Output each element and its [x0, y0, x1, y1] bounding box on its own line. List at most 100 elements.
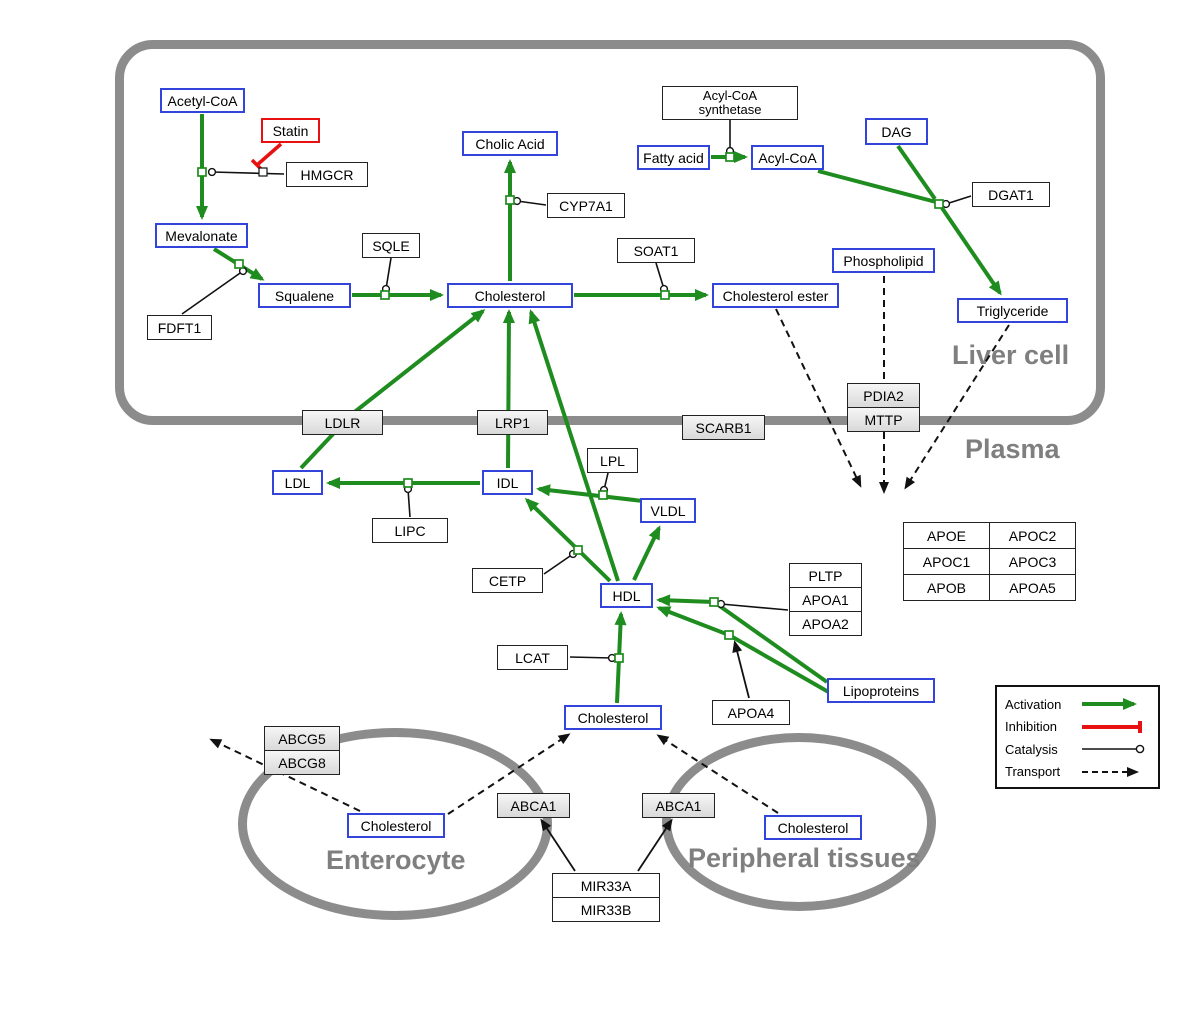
node-mttp[interactable]: MTTP [847, 407, 920, 432]
node-phospholipid[interactable]: Phospholipid [832, 248, 935, 273]
node-scarb1[interactable]: SCARB1 [682, 415, 765, 440]
node-pltp[interactable]: PLTP [789, 563, 862, 588]
node-fdft1[interactable]: FDFT1 [147, 315, 212, 340]
legend-row-catalysis: Catalysis [1005, 738, 1150, 760]
node-apoa4[interactable]: APOA4 [712, 700, 790, 725]
node-abca1-left-label: ABCA1 [510, 797, 557, 814]
regulation-edges [540, 640, 750, 872]
activation-arrow-icon [1082, 698, 1137, 710]
node-triglyceride[interactable]: Triglyceride [957, 298, 1068, 323]
node-acyl-coa-synthetase-line2: synthetase [698, 102, 762, 117]
plasma-label: Plasma [965, 434, 1060, 464]
reaction-node [380, 290, 390, 300]
node-statin[interactable]: Statin [261, 118, 320, 143]
node-lpl-label: LPL [600, 452, 625, 469]
node-cholesterol-liver-label: Cholesterol [474, 287, 546, 304]
node-mevalonate[interactable]: Mevalonate [155, 223, 248, 248]
node-scarb1-label: SCARB1 [695, 419, 752, 436]
node-cholesterol-peripheral[interactable]: Cholesterol [764, 815, 862, 840]
node-squalene[interactable]: Squalene [258, 283, 351, 308]
node-lcat-label: LCAT [515, 649, 550, 666]
inhibition-edges [250, 142, 283, 172]
node-mir33b[interactable]: MIR33B [552, 897, 660, 922]
node-lipc[interactable]: LIPC [372, 518, 448, 543]
node-pltp-label: PLTP [808, 567, 843, 584]
node-soat1[interactable]: SOAT1 [617, 238, 695, 263]
reaction-node [197, 167, 207, 177]
reaction-node [573, 545, 583, 555]
apolipoprotein-table: APOE APOC2 APOC1 APOC3 APOB APOA5 [903, 522, 1076, 601]
node-mir33a[interactable]: MIR33A [552, 873, 660, 898]
node-acyl-coa-label: Acyl-CoA [758, 149, 817, 166]
node-cholesterol-ester-label: Cholesterol ester [722, 287, 829, 304]
node-apoa2[interactable]: APOA2 [789, 611, 862, 636]
node-cholesterol-enterocyte[interactable]: Cholesterol [347, 813, 445, 838]
node-cholesterol-ester[interactable]: Cholesterol ester [712, 283, 839, 308]
node-lrp1-label: LRP1 [494, 414, 531, 431]
node-ldl[interactable]: LDL [272, 470, 323, 495]
edge-dag-dgat-node [896, 144, 937, 201]
node-sqle[interactable]: SQLE [362, 233, 420, 258]
reaction-node [614, 653, 624, 663]
edge-vldl-idl [536, 484, 644, 503]
node-idl[interactable]: IDL [482, 470, 533, 495]
node-abcg5-label: ABCG5 [278, 730, 326, 747]
node-dag-label: DAG [881, 123, 912, 140]
node-cetp-label: CETP [488, 572, 527, 589]
node-pdia2[interactable]: PDIA2 [847, 383, 920, 408]
node-acyl-coa[interactable]: Acyl-CoA [751, 145, 824, 170]
node-acetyl-coa[interactable]: Acetyl-CoA [160, 88, 245, 113]
node-abcg8[interactable]: ABCG8 [264, 750, 340, 775]
catalysis-lcat [569, 653, 617, 663]
edge-dgat-node-triglyceride [940, 206, 1002, 296]
apo-cell: APOC3 [990, 549, 1076, 575]
node-abca1-right-label: ABCA1 [655, 797, 702, 814]
node-dgat1[interactable]: DGAT1 [972, 182, 1050, 207]
node-cholesterol-liver[interactable]: Cholesterol [447, 283, 573, 308]
node-phospholipid-label: Phospholipid [843, 252, 924, 269]
edge-cholesterolester-to-plasma [775, 308, 862, 488]
node-abca1-right[interactable]: ABCA1 [642, 793, 715, 818]
node-cetp[interactable]: CETP [472, 568, 543, 593]
node-abcg5[interactable]: ABCG5 [264, 726, 340, 751]
edge-acylcoa-dgat-node [817, 169, 937, 204]
catalysis-lipc [403, 484, 413, 518]
node-acyl-coa-synthetase[interactable]: Acyl-CoA synthetase [662, 86, 798, 120]
node-cyp7a1[interactable]: CYP7A1 [547, 193, 625, 218]
node-squalene-label: Squalene [274, 287, 335, 304]
node-lipoproteins[interactable]: Lipoproteins [827, 678, 935, 703]
node-hmgcr[interactable]: HMGCR [286, 162, 368, 187]
node-lpl[interactable]: LPL [587, 448, 638, 473]
catalysis-cetp [543, 549, 578, 575]
node-triglyceride-label: Triglyceride [976, 302, 1049, 319]
edge-hdl-cholesterol [528, 309, 620, 582]
node-cholic-acid[interactable]: Cholic Acid [462, 131, 558, 156]
apo-cell: APOE [904, 523, 990, 549]
node-ldlr[interactable]: LDLR [302, 410, 383, 435]
reaction-nodes [197, 152, 944, 663]
catalysis-hmgcr [207, 167, 285, 177]
reaction-node [725, 152, 735, 162]
reaction-node [598, 490, 608, 500]
node-lipoproteins-label: Lipoproteins [842, 682, 920, 699]
legend-transport-label: Transport [1005, 764, 1061, 780]
catalysis-cyp7a1 [512, 196, 547, 206]
node-apoa1[interactable]: APOA1 [789, 587, 862, 612]
transport-dashed-arrow-icon [1082, 766, 1139, 777]
node-lcat[interactable]: LCAT [497, 645, 568, 670]
node-soat1-label: SOAT1 [633, 242, 679, 259]
reaction-node [709, 597, 719, 607]
enterocyte-label: Enterocyte [326, 845, 466, 875]
edge-ldl-ldlr-cholesterol [299, 309, 486, 470]
node-dgat1-label: DGAT1 [988, 186, 1034, 203]
node-abca1-left[interactable]: ABCA1 [497, 793, 570, 818]
node-dag[interactable]: DAG [865, 118, 928, 145]
node-cholesterol-plasma[interactable]: Cholesterol [564, 705, 662, 730]
node-vldl[interactable]: VLDL [640, 498, 696, 523]
node-lrp1[interactable]: LRP1 [477, 410, 548, 435]
node-idl-label: IDL [496, 474, 519, 491]
node-abcg8-label: ABCG8 [278, 754, 326, 771]
node-hdl[interactable]: HDL [600, 583, 653, 608]
node-hmgcr-label: HMGCR [300, 166, 354, 183]
node-fatty-acid[interactable]: Fatty acid [637, 145, 710, 170]
